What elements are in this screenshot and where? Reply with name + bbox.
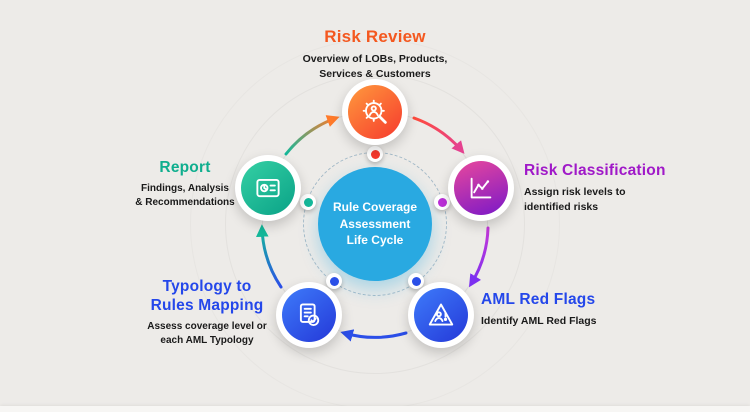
stage-node-risk-review — [342, 79, 408, 145]
arrow-report-to-risk-review — [284, 115, 340, 156]
stage-node-typology — [276, 282, 342, 348]
report-card-icon — [241, 161, 295, 215]
stage-title-typology: Typology to Rules Mapping — [150, 278, 264, 315]
stage-label-report: Report Findings, Analysis & Recommendati… — [109, 158, 261, 210]
arrow-typology-to-report — [256, 224, 283, 289]
decorative-ring-middle — [225, 74, 525, 374]
stage-desc-report: Findings, Analysis & Recommendations — [135, 183, 235, 209]
stage-label-aml-red-flags: AML Red Flags Identify AML Red Flags — [481, 290, 701, 329]
line-chart-icon — [454, 161, 508, 215]
orbit-dot-typology — [326, 273, 342, 289]
stage-label-risk-classification: Risk Classification Assign risk levels t… — [524, 161, 724, 215]
document-checklist-icon — [282, 288, 336, 342]
arrow-aml-red-flags-to-typology — [340, 329, 408, 342]
stage-label-typology: Typology to Rules Mapping Assess coverag… — [121, 277, 293, 348]
stage-title-report: Report — [159, 159, 211, 176]
card-bottom-edge — [0, 406, 750, 412]
stage-title-risk-review: Risk Review — [324, 27, 426, 46]
stage-desc-risk-classification: Assign risk levels to identified risks — [524, 186, 626, 214]
stage-node-risk-classification — [448, 155, 514, 221]
stage-node-aml-red-flags — [408, 282, 474, 348]
stage-desc-risk-review: Overview of LOBs, Products, Services & C… — [302, 53, 448, 80]
stage-desc-typology: Assess coverage level or each AML Typolo… — [147, 320, 267, 346]
center-hub: Rule Coverage Assessment Life Cycle — [318, 167, 432, 281]
arrow-risk-review-to-risk-classification — [412, 116, 465, 154]
stage-label-risk-review: Risk Review Overview of LOBs, Products, … — [225, 26, 525, 82]
stage-title-risk-classification: Risk Classification — [524, 162, 666, 179]
orbit-dot-report — [300, 194, 316, 210]
stage-desc-aml-red-flags: Identify AML Red Flags — [481, 315, 597, 328]
gear-magnifier-person-icon — [348, 85, 402, 139]
arrow-risk-classification-to-aml-red-flags — [469, 226, 490, 288]
stage-node-report — [235, 155, 301, 221]
warning-triangle-person-icon — [414, 288, 468, 342]
orbit-dot-risk-review — [367, 146, 383, 162]
orbit-dot-aml-red-flags — [408, 273, 424, 289]
orbit-dot-risk-classification — [434, 194, 450, 210]
stage-title-aml-red-flags: AML Red Flags — [481, 291, 596, 308]
